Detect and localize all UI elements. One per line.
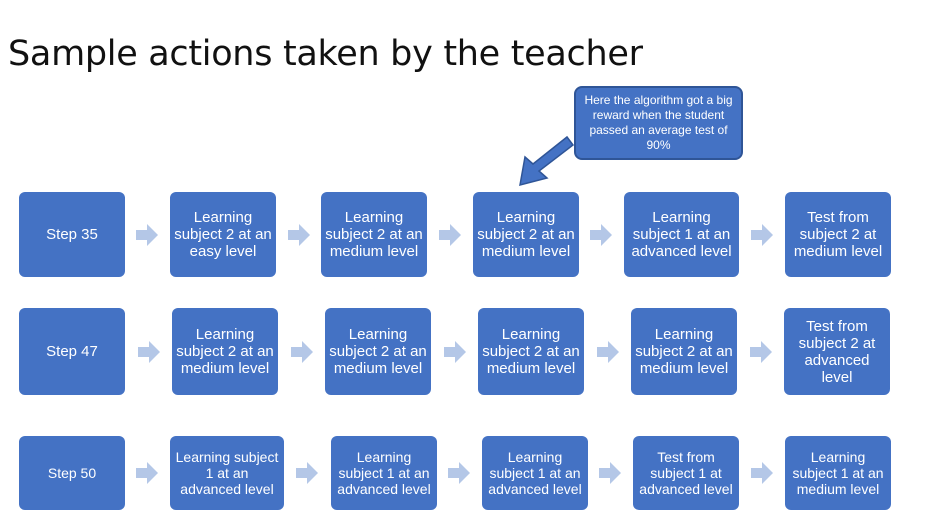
action-box: Learning subject 2 at an medium level: [631, 308, 737, 395]
action-box: Learning subject 2 at an medium level: [321, 192, 427, 277]
action-box: Learning subject 1 at an advanced level: [331, 436, 437, 510]
action-box: Learning subject 2 at an medium level: [478, 308, 584, 395]
flow-arrow-icon: [751, 462, 773, 484]
step-box: Step 35: [19, 192, 125, 277]
flow-arrow-icon: [138, 341, 160, 363]
flow-arrow-icon: [136, 224, 158, 246]
action-box: Learning subject 1 at an medium level: [785, 436, 891, 510]
callout-pointer-arrow: [519, 135, 575, 187]
action-box: Test from subject 2 at medium level: [785, 192, 891, 277]
action-box: Learning subject 2 at an medium level: [325, 308, 431, 395]
action-box: Learning subject 1 at an advanced level: [624, 192, 739, 277]
step-box: Step 50: [19, 436, 125, 510]
flow-arrow-icon: [448, 462, 470, 484]
flow-arrow-icon: [136, 462, 158, 484]
flow-arrow-icon: [288, 224, 310, 246]
annotation-callout: Here the algorithm got a big reward when…: [574, 86, 743, 160]
flow-arrow-icon: [599, 462, 621, 484]
action-box: Learning subject 2 at an easy level: [170, 192, 276, 277]
action-box: Learning subject 2 at an medium level: [172, 308, 278, 395]
flow-arrow-icon: [751, 224, 773, 246]
slide-title: Sample actions taken by the teacher: [8, 34, 643, 74]
step-box: Step 47: [19, 308, 125, 395]
action-box: Learning subject 2 at an medium level: [473, 192, 579, 277]
flow-arrow-icon: [291, 341, 313, 363]
flow-arrow-icon: [444, 341, 466, 363]
action-box: Learning subject 1 at an advanced level: [482, 436, 588, 510]
flow-arrow-icon: [296, 462, 318, 484]
flow-arrow-icon: [439, 224, 461, 246]
flow-arrow-icon: [590, 224, 612, 246]
action-box: Learning subject 1 at an advanced level: [170, 436, 284, 510]
flow-arrow-icon: [750, 341, 772, 363]
action-box: Test from subject 1 at advanced level: [633, 436, 739, 510]
flow-arrow-icon: [597, 341, 619, 363]
action-box: Test from subject 2 at advanced level: [784, 308, 890, 395]
